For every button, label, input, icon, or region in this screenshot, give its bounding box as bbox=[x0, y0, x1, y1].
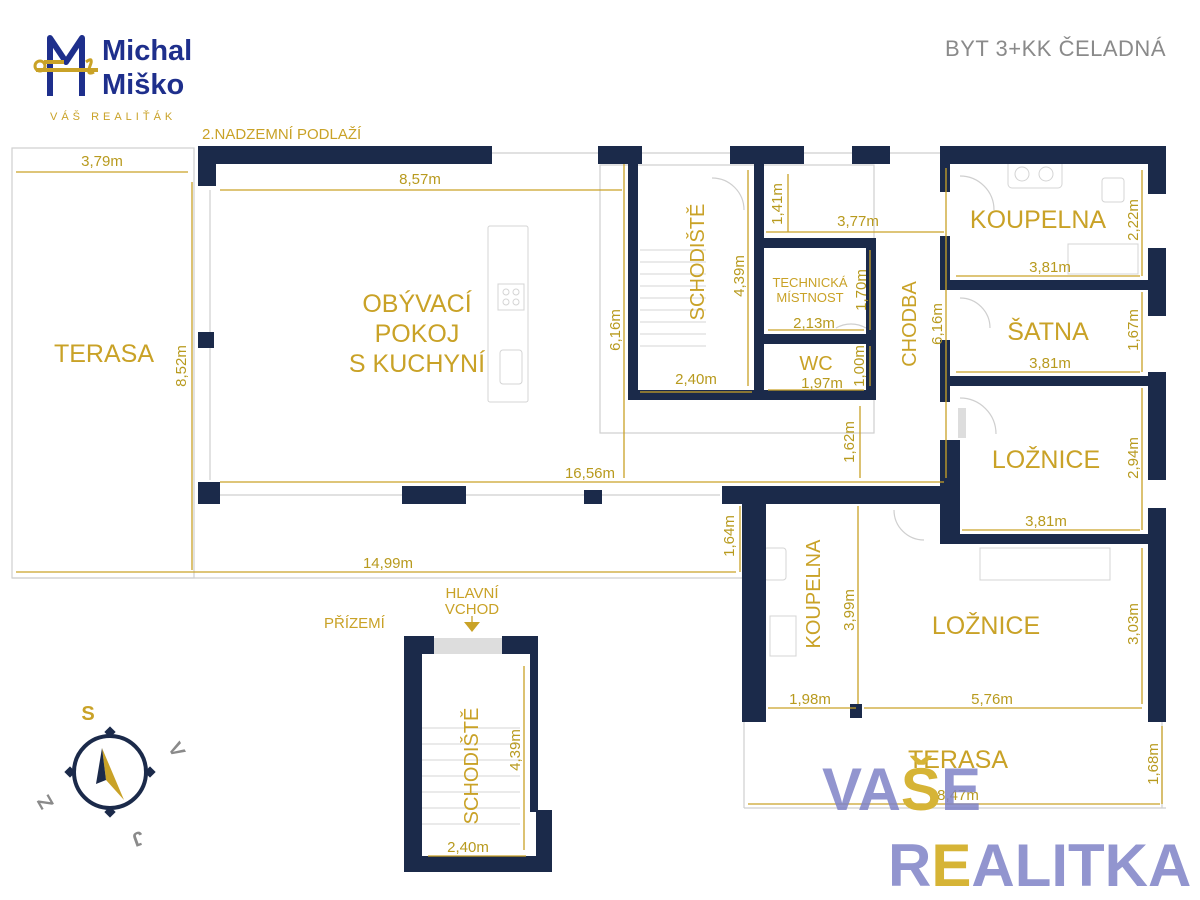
compass-j: J bbox=[129, 826, 147, 850]
room-obyvaci-line2: POKOJ bbox=[375, 320, 460, 348]
room-terasa-left: TERASA bbox=[54, 340, 154, 368]
dim-213: 2,13m bbox=[793, 315, 835, 332]
door-swings bbox=[434, 175, 997, 654]
brand-tagline: VÁŠ REALIŤÁK bbox=[50, 110, 176, 123]
floor-label-upper: 2.NADZEMNÍ PODLAŽÍ bbox=[202, 126, 362, 143]
room-schodiste-upper: SCHODIŠTĚ bbox=[686, 204, 709, 321]
dimension-labels: 3,79m 8,57m 8,52m 4,39m 2,40m 6,16m 1,41… bbox=[81, 153, 1162, 856]
brand-mark-icon bbox=[33, 35, 98, 96]
dim-terasa-847: 8,47m bbox=[937, 787, 979, 804]
entrance-label-line2: VCHOD bbox=[445, 601, 499, 618]
dim-koupelna2-198: 1,98m bbox=[789, 691, 831, 708]
dim-chodba-616: 6,16m bbox=[929, 303, 946, 345]
dim-ground-stair-h: 4,39m bbox=[507, 729, 524, 771]
watermark-line2: REALITKA bbox=[888, 832, 1191, 899]
dim-377: 3,77m bbox=[837, 213, 879, 230]
walls bbox=[198, 146, 1166, 872]
room-wc: WC bbox=[799, 353, 832, 375]
compass-v: V bbox=[163, 739, 189, 762]
room-obyvaci-line1: OBÝVACÍ bbox=[362, 289, 471, 318]
watermark-line1: VAŠE bbox=[822, 756, 981, 823]
dim-loznice-381: 3,81m bbox=[1025, 513, 1067, 530]
dim-satna-167: 1,67m bbox=[1125, 309, 1142, 351]
furniture bbox=[420, 159, 1139, 825]
dim-141: 1,41m bbox=[769, 183, 786, 225]
brand-name-line2: Miško bbox=[102, 69, 184, 101]
room-koupelna-2: KOUPELNA bbox=[803, 539, 825, 649]
compass-needle-icon bbox=[102, 748, 124, 800]
compass-s: S bbox=[81, 703, 94, 725]
watermark: VAŠE REALITKA bbox=[822, 756, 1191, 899]
room-technicka-line1: TECHNICKÁ bbox=[772, 275, 847, 290]
dim-obyvaci-w: 8,57m bbox=[399, 171, 441, 188]
room-loznice-2: LOŽNICE bbox=[932, 611, 1040, 640]
dim-koupelna-381: 3,81m bbox=[1029, 259, 1071, 276]
dim-stair-h: 4,39m bbox=[731, 255, 748, 297]
floor-label-ground: PŘÍZEMÍ bbox=[324, 615, 386, 632]
dim-1656: 16,56m bbox=[565, 465, 615, 482]
room-schodiste-ground: SCHODIŠTĚ bbox=[460, 708, 483, 825]
dim-koupelna2-399: 3,99m bbox=[841, 589, 858, 631]
page-title: BYT 3+KK ČELADNÁ bbox=[945, 36, 1166, 61]
dim-terasa-168: 1,68m bbox=[1145, 743, 1162, 785]
room-terasa-bottom: TERASA bbox=[908, 746, 1008, 774]
dim-197: 1,97m bbox=[801, 375, 843, 392]
dim-loznice2-576: 5,76m bbox=[971, 691, 1013, 708]
room-labels: TERASA OBÝVACÍ POKOJ S KUCHYNÍ SCHODIŠTĚ… bbox=[54, 204, 1106, 825]
dim-loznice2-303: 3,03m bbox=[1125, 603, 1142, 645]
room-loznice-1: LOŽNICE bbox=[992, 445, 1100, 474]
brand-logo: Michal Miško VÁŠ REALIŤÁK bbox=[33, 35, 192, 123]
room-chodba: CHODBA bbox=[899, 281, 921, 367]
dim-loznice-294: 2,94m bbox=[1125, 437, 1142, 479]
entrance-label-line1: HLAVNÍ bbox=[445, 585, 499, 602]
compass: S V J Z bbox=[33, 703, 189, 850]
dim-stair-w: 2,40m bbox=[675, 371, 717, 388]
room-obyvaci-line3: S KUCHYNÍ bbox=[349, 349, 485, 378]
dim-100: 1,00m bbox=[851, 345, 868, 387]
brand-name-line1: Michal bbox=[102, 35, 192, 67]
room-koupelna-top: KOUPELNA bbox=[970, 206, 1106, 234]
dim-terasa-w: 3,79m bbox=[81, 153, 123, 170]
dim-1499: 14,99m bbox=[363, 555, 413, 572]
dim-terasa-h: 8,52m bbox=[173, 345, 190, 387]
dim-koupelna-222: 2,22m bbox=[1125, 199, 1142, 241]
compass-z: Z bbox=[33, 791, 58, 813]
dim-170: 1,70m bbox=[853, 269, 870, 311]
dim-162: 1,62m bbox=[841, 421, 858, 463]
dim-left-616: 6,16m bbox=[607, 309, 624, 351]
dim-satna-381: 3,81m bbox=[1029, 355, 1071, 372]
room-satna: ŠATNA bbox=[1007, 317, 1089, 346]
room-technicka-line2: MÍSTNOST bbox=[776, 290, 843, 305]
dimension-lines bbox=[16, 164, 1163, 857]
dim-164: 1,64m bbox=[721, 515, 738, 557]
dim-ground-stair-w: 2,40m bbox=[447, 839, 489, 856]
